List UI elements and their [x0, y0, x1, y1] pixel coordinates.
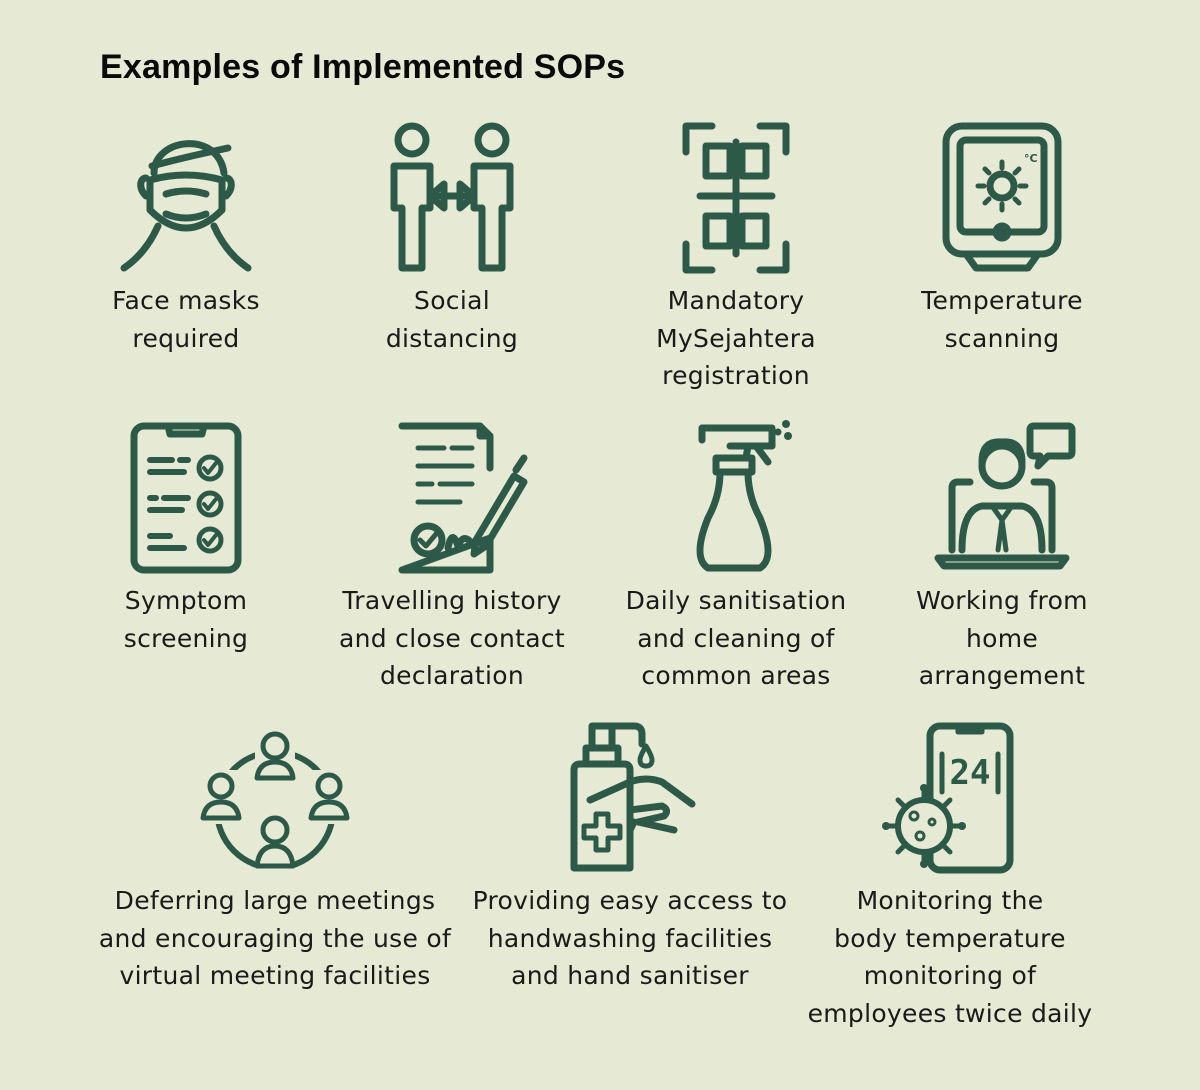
caption-line: and close contact [339, 623, 565, 653]
caption-line: Travelling history [342, 586, 562, 615]
phone-virus-24-icon: 24 [882, 722, 1014, 874]
caption-line: screening [123, 623, 249, 653]
virtual-meeting-icon [200, 728, 350, 872]
caption-line: Daily sanitisation [625, 586, 847, 615]
caption-line: required [132, 323, 240, 353]
caption-line: monitoring of [863, 961, 1037, 990]
caption-line: scanning [944, 323, 1060, 353]
sop-temperature-scanning: °C Temperature scanning [902, 118, 1102, 357]
sop-social-distancing: Social distancing [352, 118, 552, 357]
caption-line: Temperature [921, 286, 1083, 315]
hand-sanitiser-icon [570, 722, 696, 872]
caption-line: Social [414, 286, 490, 315]
caption-line: registration [662, 361, 810, 390]
temperature-scanner-icon: °C [942, 122, 1062, 272]
caption-line: Symptom [124, 586, 248, 615]
checklist-icon [130, 422, 242, 574]
caption-line: arrangement [918, 661, 1086, 690]
signed-document-icon [398, 422, 528, 574]
caption-line: home [965, 623, 1039, 653]
phone-display: 24 [950, 753, 991, 793]
caption-line: and hand sanitiser [511, 961, 749, 990]
caption-line: body temperature [834, 923, 1066, 953]
caption-line: Face masks [112, 286, 260, 315]
sop-hand-sanitiser: Providing easy access to handwashing fac… [470, 718, 790, 995]
caption-line: Monitoring the [856, 886, 1044, 915]
sop-face-masks: Face masks required [86, 118, 286, 357]
caption-line: Providing easy access to [472, 886, 788, 915]
caption-line: and cleaning of [637, 623, 835, 653]
page-title: Examples of Implemented SOPs [100, 48, 626, 86]
caption-line: MySejahtera [656, 323, 816, 353]
face-mask-icon [120, 140, 252, 272]
sop-mysejahtera: Mandatory MySejahtera registration [636, 118, 836, 395]
caption-line: Working from [916, 586, 1088, 615]
caption-line: Mandatory [667, 286, 805, 315]
caption-line: Deferring large meetings [114, 886, 436, 915]
sop-temperature-monitoring: 24 Monitoring the body temperature monit… [800, 718, 1100, 1032]
sop-symptom-screening: Symptom screening [86, 418, 286, 657]
sop-daily-sanitisation: Daily sanitisation and cleaning of commo… [606, 418, 866, 695]
caption-line: distancing [385, 323, 519, 353]
caption-line: employees twice daily [807, 998, 1093, 1028]
work-from-home-icon [934, 422, 1076, 570]
caption-line: and encouraging the use of [98, 923, 452, 953]
sop-travel-declaration: Travelling history and close contact dec… [322, 418, 582, 695]
caption-line: common areas [641, 661, 831, 690]
caption-line: handwashing facilities [487, 923, 773, 953]
qr-code-icon [682, 122, 790, 274]
caption-line: virtual meeting facilities [119, 961, 431, 990]
sop-virtual-meetings: Deferring large meetings and encouraging… [95, 718, 455, 995]
sop-work-from-home: Working from home arrangement [902, 418, 1102, 695]
social-distancing-icon [390, 122, 514, 272]
caption-line: declaration [379, 661, 525, 690]
spray-bottle-icon [696, 420, 792, 572]
celsius-label: °C [1024, 152, 1038, 165]
